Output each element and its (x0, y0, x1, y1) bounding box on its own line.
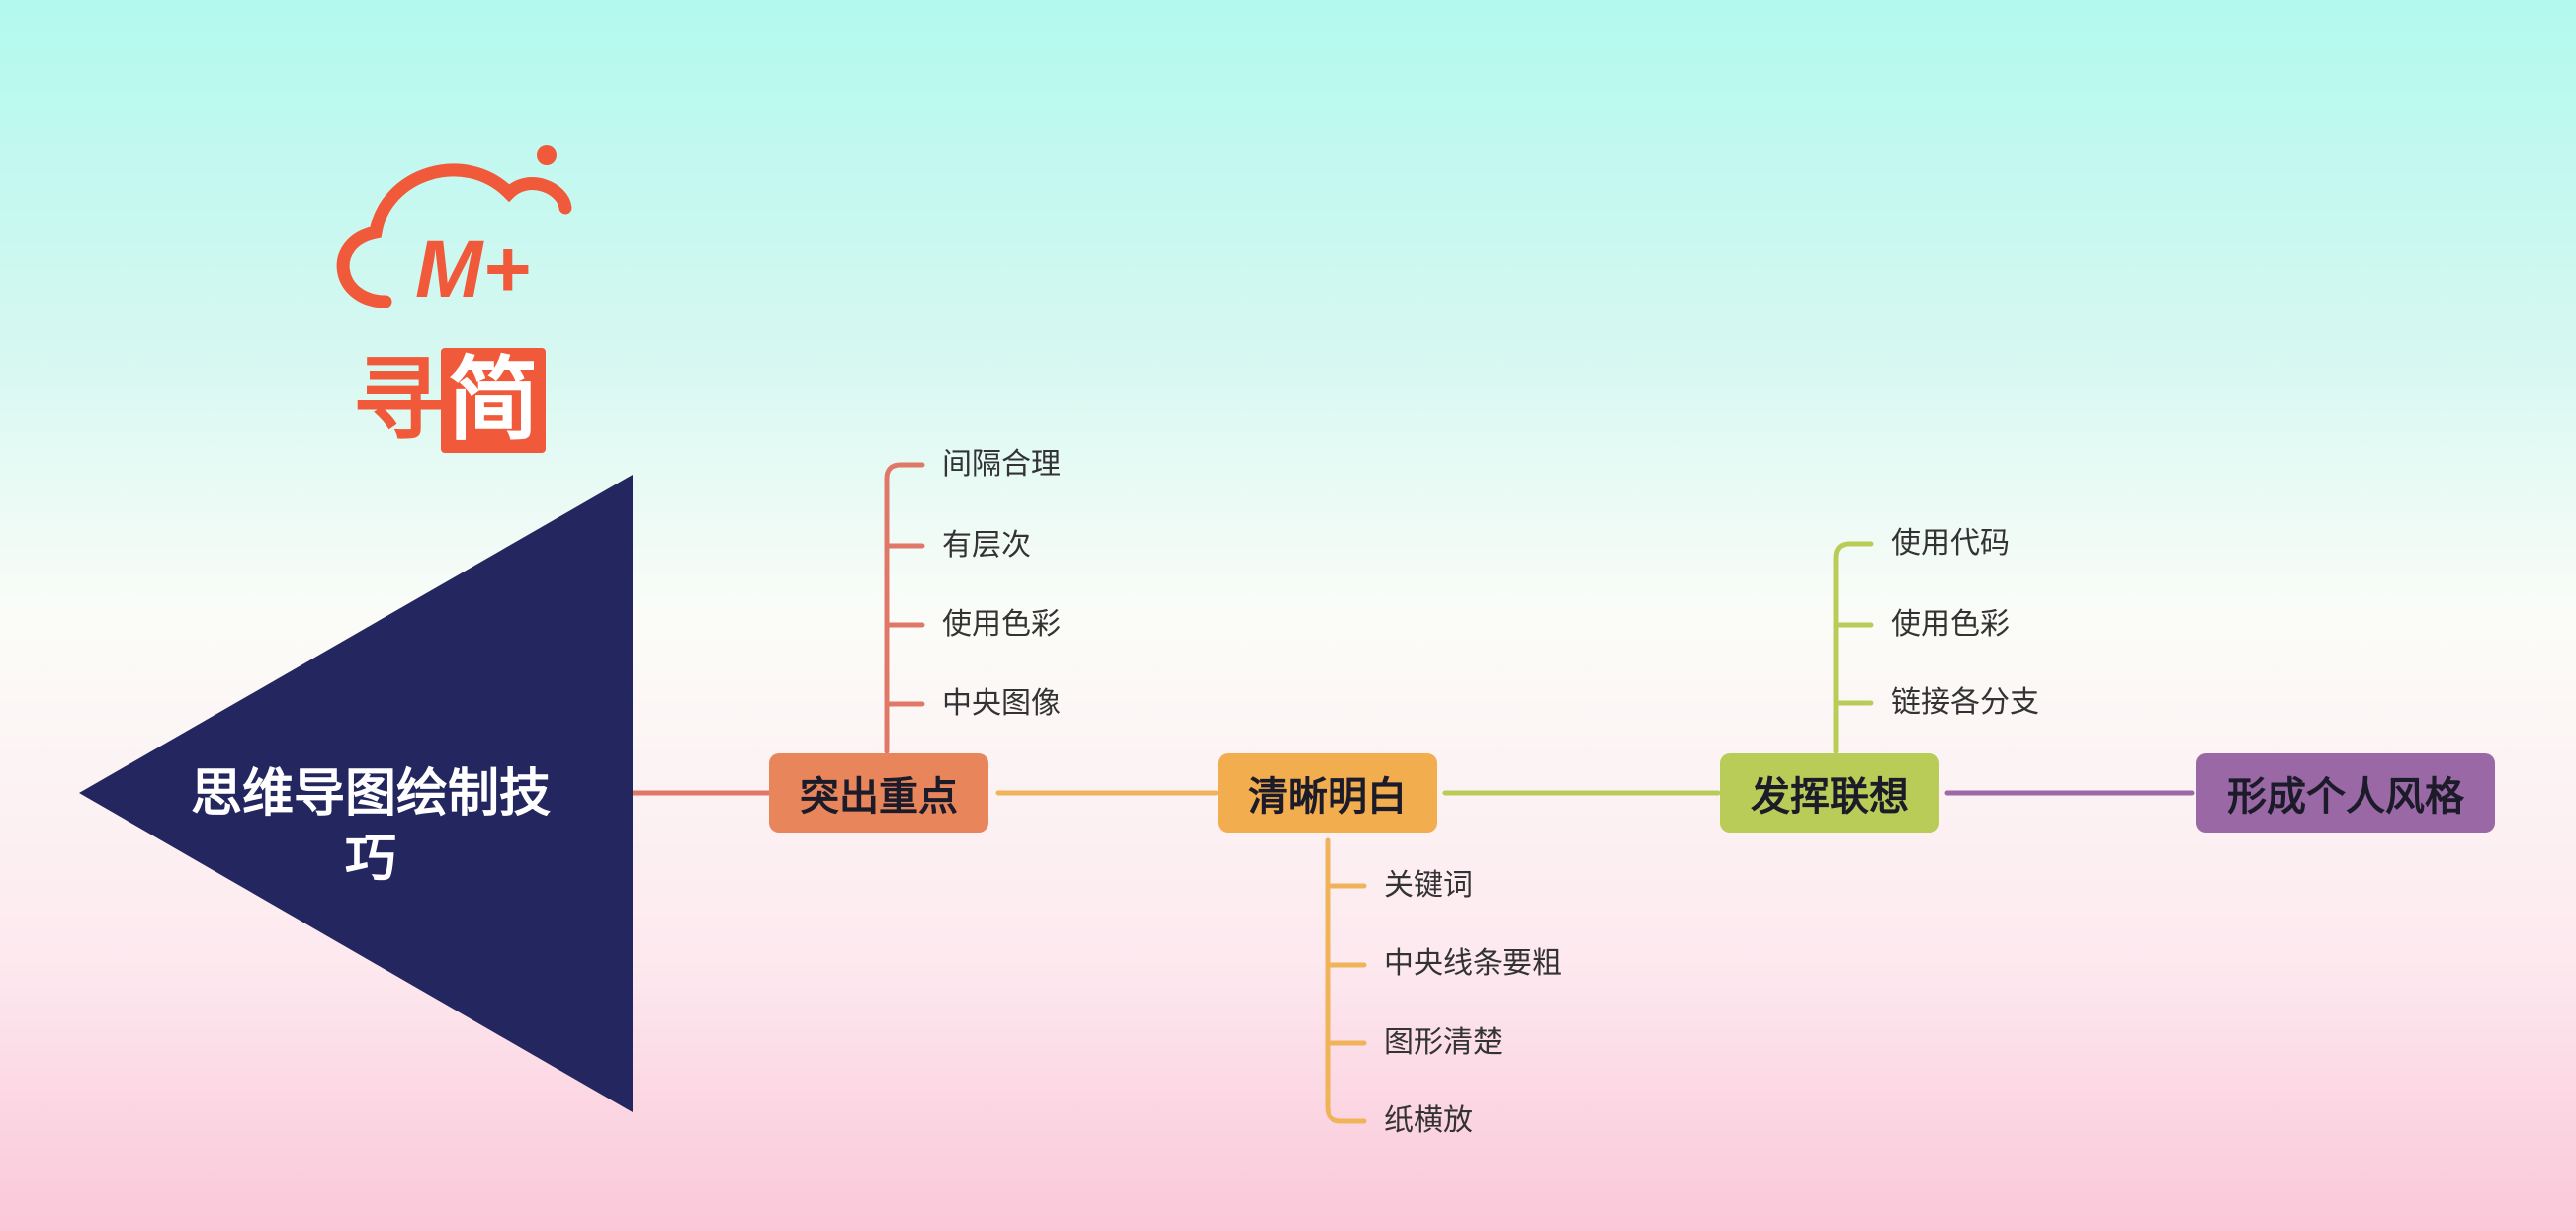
leaf-item[interactable]: 使用色彩 (942, 607, 1061, 642)
branch-3-children-connector (1833, 541, 1874, 754)
root-triangle (79, 475, 633, 1112)
leaf-item[interactable]: 中央图像 (942, 686, 1061, 721)
root-topic-label: 思维导图绘制技巧 (190, 764, 551, 889)
leaf-item[interactable]: 使用代码 (1891, 526, 2010, 561)
leaf-item[interactable]: 使用色彩 (1891, 607, 2010, 642)
logo-mark: M+ (415, 224, 530, 314)
branch-node-4[interactable]: 形成个人风格 (2196, 753, 2495, 833)
leaf-item[interactable]: 关键词 (1384, 868, 1473, 903)
branch-2-children-connector (1325, 837, 1367, 1124)
logo-char-1: 寻 (352, 347, 444, 453)
brand-logo: M+ (336, 145, 572, 314)
leaf-item[interactable]: 有层次 (942, 528, 1031, 563)
branch-node-2[interactable]: 清晰明白 (1218, 753, 1437, 833)
logo-char-2: 简 (441, 348, 546, 453)
leaf-item[interactable]: 间隔合理 (942, 447, 1061, 482)
branch-node-3[interactable]: 发挥联想 (1720, 753, 1939, 833)
branch-1-children-connector (884, 462, 925, 754)
leaf-item[interactable]: 链接各分支 (1891, 685, 2039, 720)
logo-dot-icon (537, 145, 557, 165)
branch-node-1[interactable]: 突出重点 (769, 753, 988, 833)
leaf-item[interactable]: 图形清楚 (1384, 1025, 1503, 1060)
leaf-item[interactable]: 中央线条要粗 (1384, 946, 1562, 981)
leaf-item[interactable]: 纸横放 (1384, 1103, 1473, 1138)
cloud-outline-icon (336, 163, 572, 308)
root-shape (79, 475, 633, 1112)
